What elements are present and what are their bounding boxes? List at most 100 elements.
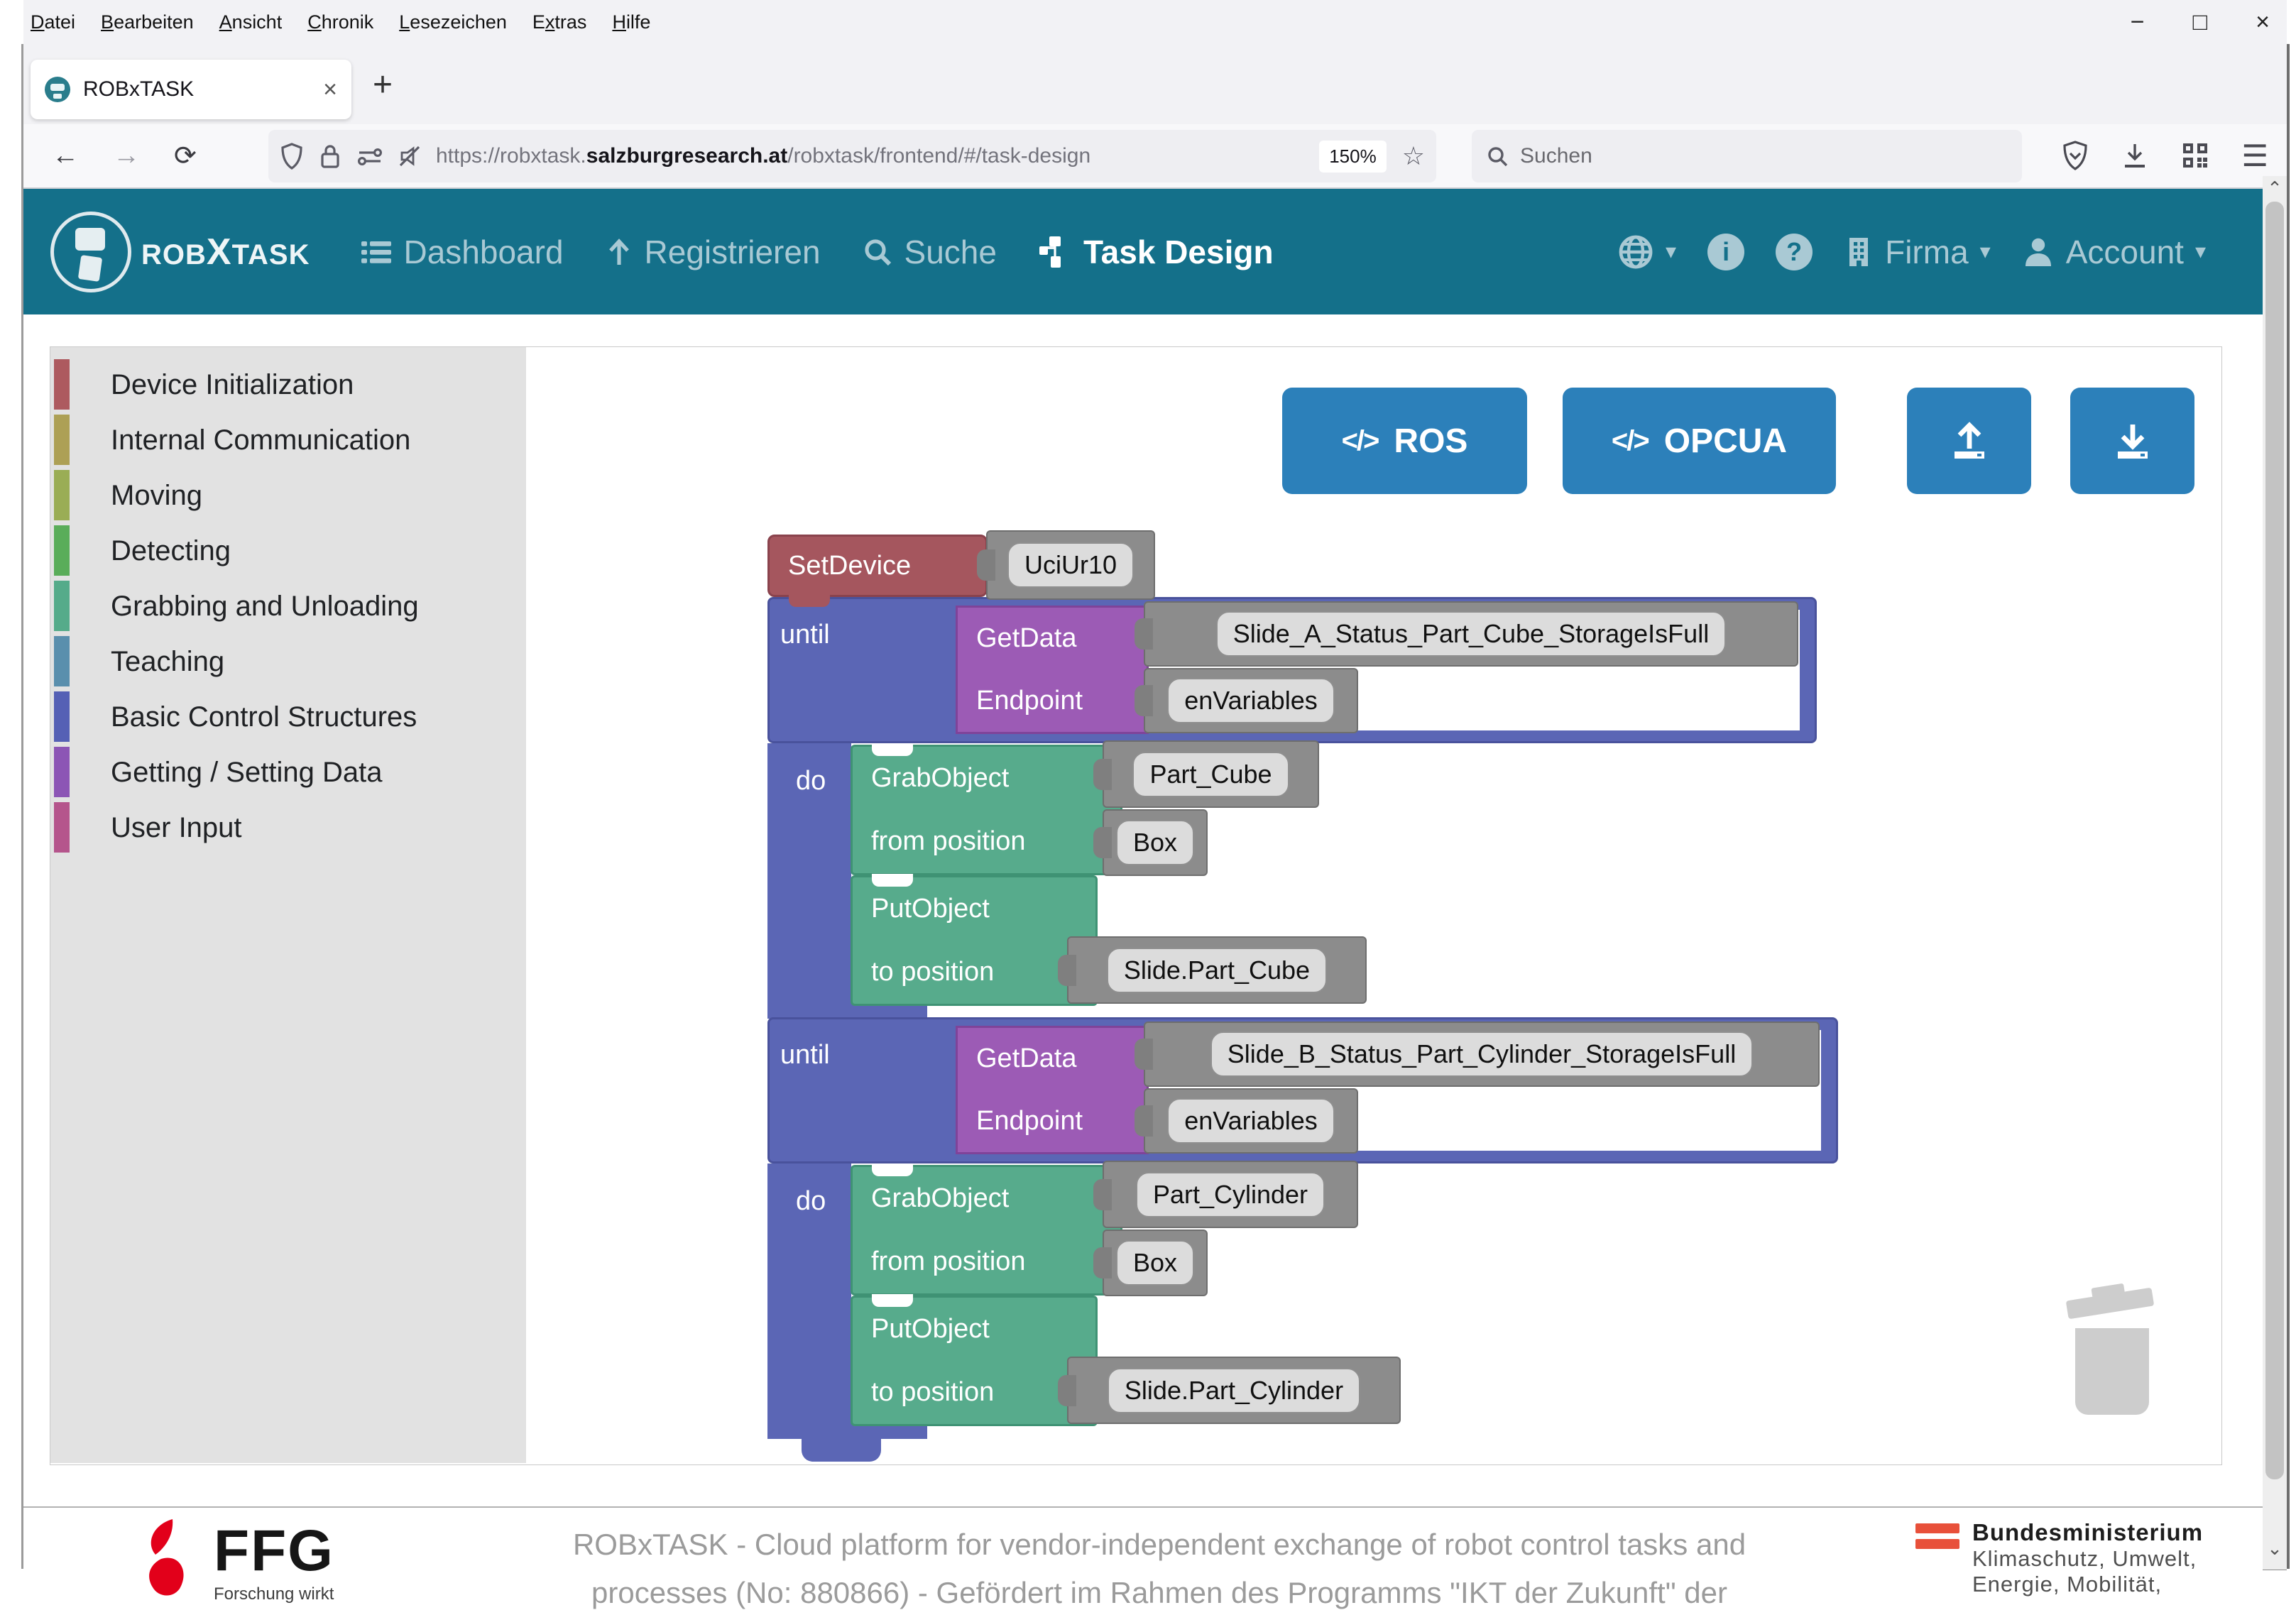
lock-icon[interactable]: [318, 143, 342, 170]
scrollbar-thumb[interactable]: [2265, 202, 2284, 1479]
block-setdevice[interactable]: SetDevice: [767, 535, 988, 597]
menu-extras[interactable]: Extras: [532, 11, 587, 33]
toolbox-category-teaching[interactable]: Teaching: [50, 634, 526, 689]
qr-code-icon[interactable]: [2180, 141, 2210, 170]
search-bar[interactable]: Suchen: [1472, 130, 2022, 182]
value-block-device[interactable]: UciUr10: [977, 530, 1155, 600]
menu-chronik[interactable]: Chronik: [307, 11, 374, 33]
browser-toolbar: ← → ⟳ https://robxtask.salzburgresearch.…: [23, 124, 2287, 189]
forward-icon[interactable]: →: [113, 140, 140, 170]
toolbox-category-device-initialization[interactable]: Device Initialization: [50, 357, 526, 412]
downloads-icon[interactable]: [2121, 140, 2149, 171]
toolbox-category-internal-communication[interactable]: Internal Communication: [50, 412, 526, 468]
upload-task-button[interactable]: [1907, 388, 2031, 494]
toolbox-category-user-input[interactable]: User Input: [50, 800, 526, 855]
protections-shield-icon[interactable]: [2061, 140, 2089, 171]
nav-task-design[interactable]: Task Design: [1038, 233, 1274, 271]
position-field[interactable]: Box: [1115, 820, 1195, 865]
opcua-export-button[interactable]: </>OPCUA: [1563, 388, 1836, 494]
tab-close-icon[interactable]: ×: [323, 75, 337, 103]
endpoint-field[interactable]: enVariables: [1167, 678, 1335, 723]
nav-registrieren[interactable]: Registrieren: [605, 233, 821, 271]
nav-suche[interactable]: Suche: [862, 233, 997, 271]
autoplay-blocked-icon[interactable]: [396, 143, 423, 170]
firma-menu[interactable]: Firma ▾: [1844, 233, 1991, 271]
page-footer: FFG Forschung wirkt ROBxTASK - Cloud pla…: [23, 1506, 2263, 1609]
value-block-condition-2[interactable]: Slide_B_Status_Part_Cylinder_StorageIsFu…: [1135, 1022, 1820, 1087]
minimize-button[interactable]: −: [2130, 8, 2145, 35]
menu-datei[interactable]: Datei: [31, 11, 76, 33]
toolbox-category-detecting[interactable]: Detecting: [50, 523, 526, 579]
condition-field[interactable]: Slide_B_Status_Part_Cylinder_StorageIsFu…: [1210, 1031, 1754, 1077]
ministry-line2: Klimaschutz, Umwelt,: [1972, 1546, 2197, 1571]
account-menu[interactable]: Account ▾: [2022, 233, 2206, 271]
until-label: until: [780, 1040, 830, 1070]
value-block-to-position-2[interactable]: Slide.Part_Cylinder: [1058, 1357, 1401, 1424]
toolbox-category-grabbing-and-unloading[interactable]: Grabbing and Unloading: [50, 579, 526, 634]
help-icon[interactable]: ?: [1776, 233, 1813, 270]
toolbox-category-getting-setting-data[interactable]: Getting / Setting Data: [50, 745, 526, 800]
value-block-endpoint-2[interactable]: enVariables: [1135, 1088, 1358, 1154]
ros-export-button[interactable]: </>ROS: [1282, 388, 1527, 494]
reload-icon[interactable]: ⟳: [174, 141, 197, 171]
close-button[interactable]: ×: [2256, 8, 2270, 35]
object-field[interactable]: Part_Cube: [1132, 751, 1289, 797]
connector-notch: [872, 874, 913, 887]
url-text[interactable]: https://robxtask.salzburgresearch.at/rob…: [436, 144, 1091, 168]
do-label: do: [796, 1186, 826, 1216]
hamburger-menu-icon[interactable]: ☰: [2241, 138, 2268, 172]
permissions-icon[interactable]: [356, 143, 383, 170]
titlebar: Datei Bearbeiten Ansicht Chronik Lesezei…: [23, 0, 2287, 44]
url-bar[interactable]: https://robxtask.salzburgresearch.at/rob…: [268, 130, 1436, 182]
nav-items: Dashboard Registrieren Suche Task Design: [360, 233, 1274, 271]
back-icon[interactable]: ←: [52, 140, 79, 170]
new-tab-button[interactable]: +: [373, 66, 393, 104]
scroll-up-icon[interactable]: ⌃: [2267, 177, 2283, 199]
ministry-line3: Energie, Mobilität,: [1972, 1572, 2163, 1597]
window-border-left: [21, 44, 23, 1569]
endpoint-field[interactable]: enVariables: [1167, 1098, 1335, 1144]
value-block-endpoint-1[interactable]: enVariables: [1135, 668, 1358, 733]
language-selector[interactable]: ▾: [1617, 234, 1676, 270]
position-field[interactable]: Box: [1115, 1240, 1195, 1286]
chevron-down-icon: ▾: [1979, 240, 1991, 263]
robxtask-logo[interactable]: ROBXTASK: [50, 211, 310, 292]
menu-lesezeichen[interactable]: Lesezeichen: [399, 11, 507, 33]
value-block-from-position-1[interactable]: Box: [1093, 809, 1208, 876]
tab-robxtask[interactable]: ROBxTASK ×: [31, 60, 351, 119]
menu-hilfe[interactable]: Hilfe: [612, 11, 651, 33]
nav-dashboard[interactable]: Dashboard: [360, 233, 564, 271]
toolbox-category-moving[interactable]: Moving: [50, 468, 526, 523]
value-block-from-position-2[interactable]: Box: [1093, 1230, 1208, 1296]
toolbox-category-basic-control-structures[interactable]: Basic Control Structures: [50, 689, 526, 745]
menubar: Datei Bearbeiten Ansicht Chronik Lesezei…: [23, 0, 2287, 44]
object-field[interactable]: Part_Cylinder: [1135, 1171, 1325, 1217]
position-field[interactable]: Slide.Part_Cylinder: [1107, 1367, 1361, 1413]
zoom-level-badge[interactable]: 150%: [1319, 140, 1387, 172]
scroll-down-icon[interactable]: ⌄: [2267, 1538, 2283, 1559]
menu-bearbeiten[interactable]: Bearbeiten: [101, 11, 194, 33]
austria-flag-icon: [1915, 1523, 1959, 1597]
menu-ansicht[interactable]: Ansicht: [219, 11, 283, 33]
position-field[interactable]: Slide.Part_Cube: [1106, 947, 1328, 993]
page-scrollbar[interactable]: ⌃ ⌄: [2263, 176, 2287, 1570]
condition-field[interactable]: Slide_A_Status_Part_Cube_StorageIsFull: [1215, 611, 1727, 657]
until-1-do-column: [767, 743, 851, 1000]
value-block-grab-object-2[interactable]: Part_Cylinder: [1093, 1161, 1358, 1228]
value-block-grab-object-1[interactable]: Part_Cube: [1093, 740, 1319, 808]
download-task-button[interactable]: [2070, 388, 2194, 494]
bookmark-star-icon[interactable]: ☆: [1401, 141, 1425, 170]
task-design-workspace: Device Initialization Internal Communica…: [50, 346, 2222, 1465]
info-icon[interactable]: i: [1707, 233, 1745, 270]
value-block-to-position-1[interactable]: Slide.Part_Cube: [1058, 936, 1367, 1004]
device-field[interactable]: UciUr10: [1007, 542, 1135, 588]
maximize-button[interactable]: □: [2192, 8, 2208, 35]
shield-icon[interactable]: [280, 143, 304, 170]
value-block-condition-1[interactable]: Slide_A_Status_Part_Cube_StorageIsFull: [1135, 601, 1798, 667]
